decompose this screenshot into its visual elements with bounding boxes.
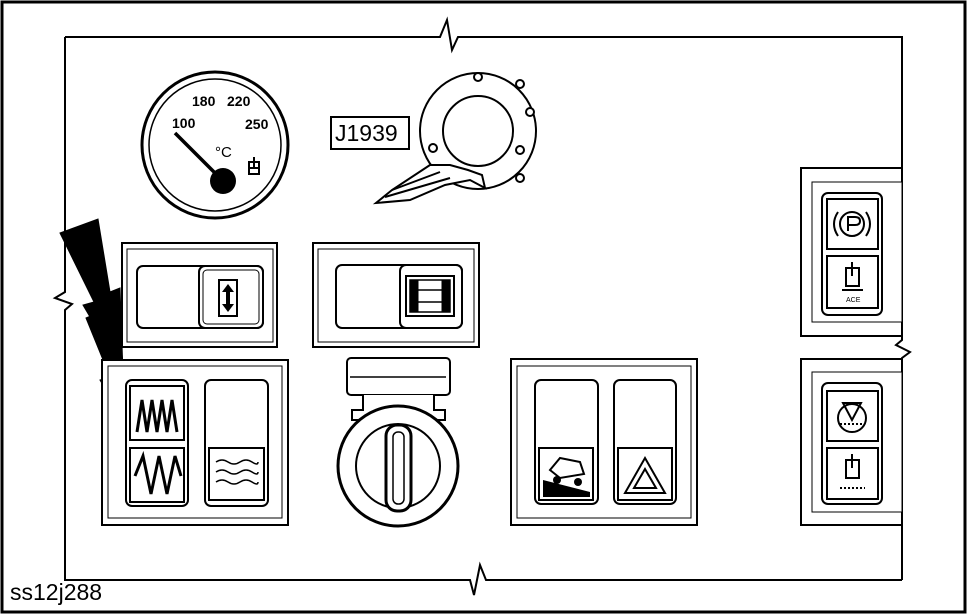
vehicle-tilt-icon [543, 456, 590, 497]
heater-coil-icon [135, 399, 179, 433]
temperature-gauge: 100 180 220 250 °C [140, 70, 290, 220]
hazard-triangle-icon [623, 455, 667, 494]
airflow-waves-icon [215, 459, 259, 485]
film-frame-icon [405, 275, 455, 317]
gear-warning-icon [837, 402, 867, 433]
gauge-tick-220: 220 [227, 93, 251, 109]
side-panel-top: ACE [800, 167, 903, 337]
side-tag-label: ACE [846, 297, 861, 304]
heater-bottom-switch[interactable] [129, 447, 185, 503]
gauge-tick-100: 100 [172, 115, 196, 131]
hazard-switch[interactable] [617, 447, 673, 501]
ignition-key-icon [384, 423, 413, 513]
coolant-temperature-icon [248, 157, 260, 175]
heater-top-switch[interactable] [129, 385, 185, 441]
heater-switch-panel [101, 359, 289, 526]
airflow-switch[interactable] [208, 447, 265, 501]
up-down-arrows-icon [218, 279, 238, 317]
ignition-switch[interactable] [336, 357, 460, 528]
parking-brake-icon [833, 211, 871, 237]
gauge-tick-250: 250 [245, 116, 269, 132]
j1939-label: J1939 [335, 120, 398, 146]
figure-id: ss12j288 [10, 579, 102, 605]
vehicle-tilt-switch[interactable] [538, 447, 594, 501]
j1939-connector [372, 72, 537, 205]
heater-coil-icon [133, 450, 183, 495]
right-switch-panel [510, 358, 698, 526]
rocker-switch-left[interactable] [121, 242, 278, 348]
j1939-label-box [330, 116, 410, 150]
gauge-tick-180: 180 [192, 93, 216, 109]
fluid-reservoir-icon [842, 262, 863, 291]
gauge-hub [210, 168, 236, 194]
gauge-unit: °C [215, 144, 232, 161]
fluid-reservoir-switch-top[interactable]: ACE [826, 255, 879, 309]
fluid-reservoir-switch-bottom[interactable] [826, 447, 879, 500]
fluid-reservoir-icon [840, 454, 865, 489]
panel-outline [52, 16, 912, 596]
gear-warning-switch[interactable] [826, 390, 879, 442]
rocker-switch-center[interactable] [312, 242, 480, 348]
parking-brake-switch[interactable] [826, 198, 879, 250]
side-panel-bottom [800, 358, 903, 526]
